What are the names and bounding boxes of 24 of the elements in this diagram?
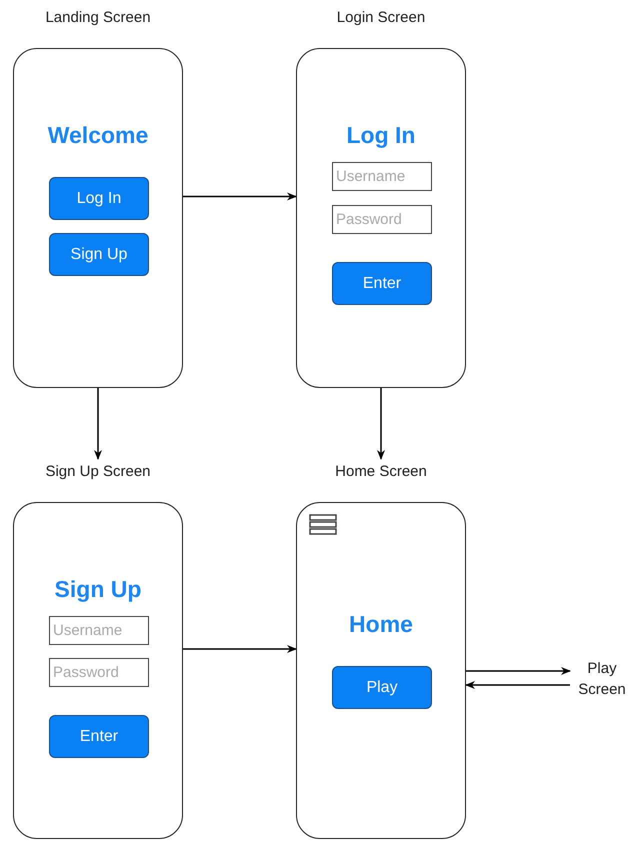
button: Play [332, 666, 432, 709]
arrow [183, 645, 297, 653]
button: Sign Up [49, 233, 149, 276]
screen-title: Welcome [46, 122, 150, 149]
screen-caption: Login Screen [336, 8, 426, 28]
button: Log In [49, 177, 149, 220]
screen-title: Log In [346, 122, 416, 149]
screen-title: Home [348, 611, 414, 638]
button: Enter [332, 262, 432, 305]
screen-label: Play Screen [570, 658, 634, 700]
screen-caption: Home Screen [334, 462, 428, 482]
input-field: Username [332, 162, 432, 191]
arrow [377, 388, 385, 460]
button: Enter [49, 715, 149, 758]
input-field: Password [49, 658, 149, 687]
arrow [183, 192, 297, 200]
screen-title: Sign Up [54, 576, 142, 603]
arrow [466, 667, 571, 675]
screen-caption: Sign Up Screen [44, 462, 152, 482]
arrow [465, 681, 570, 689]
screen-caption: Landing Screen [44, 8, 152, 28]
input-field: Password [332, 205, 432, 234]
input-field: Username [49, 616, 149, 645]
arrow [94, 388, 102, 460]
